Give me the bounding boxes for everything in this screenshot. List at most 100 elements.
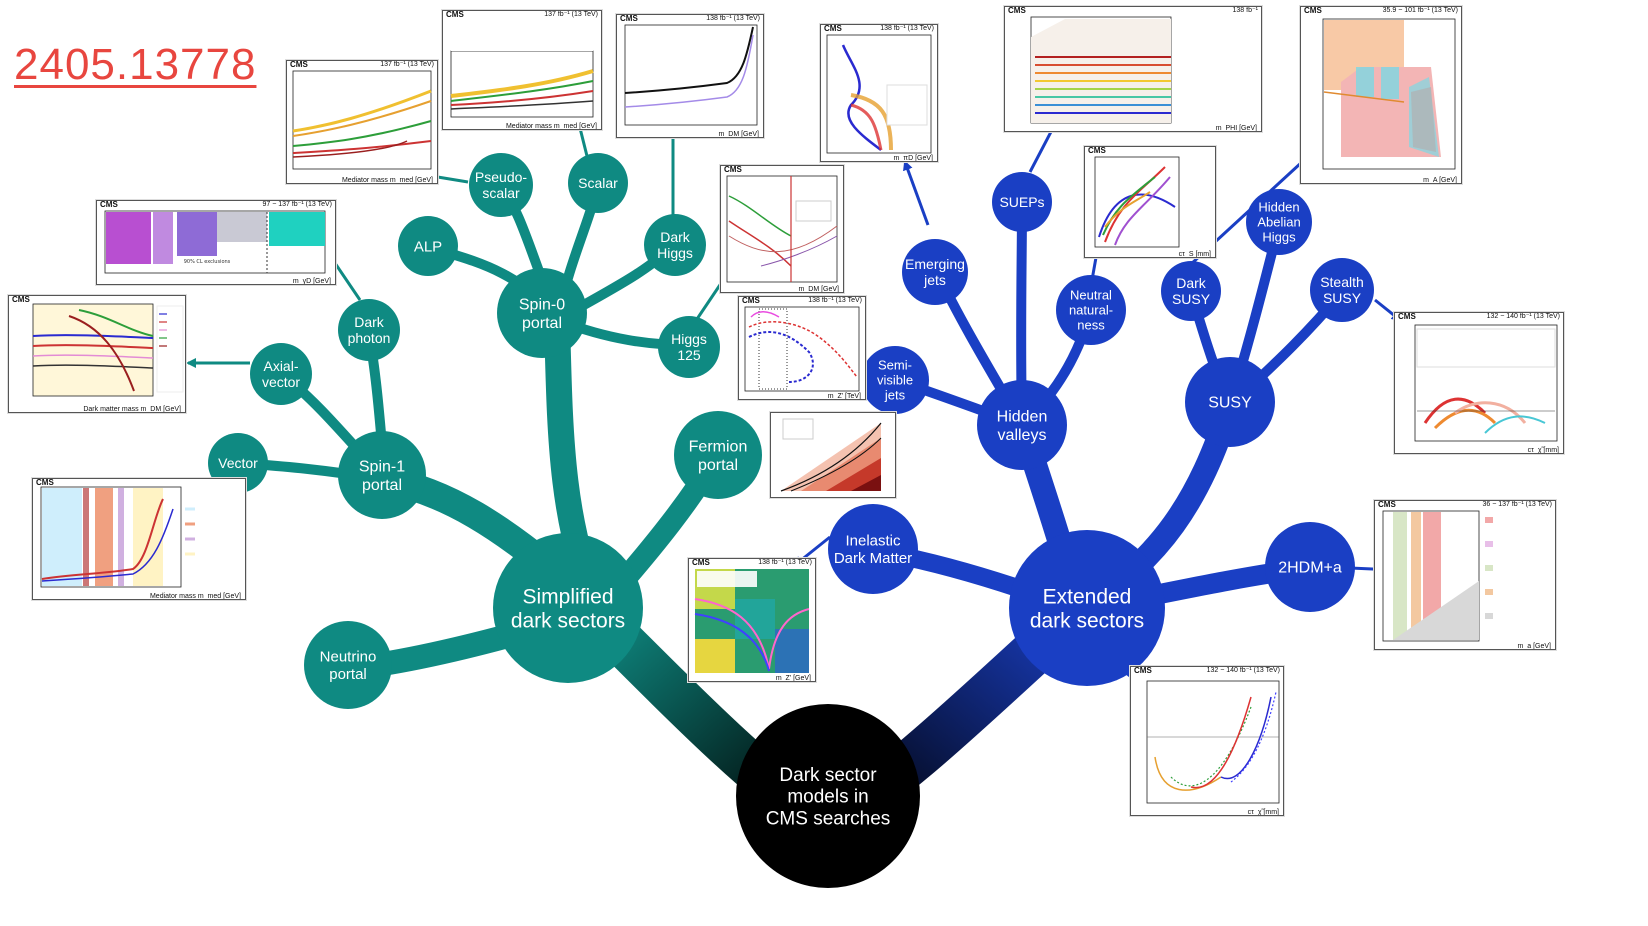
scalar-plot: CMS 137 fb⁻¹ (13 TeV) Mediator mass m_me… [442, 10, 602, 130]
inelastic-plot: CMS 138 fb⁻¹ (13 TeV) m_Z' [GeV] [688, 558, 816, 682]
stealth-susy-node[interactable] [1310, 258, 1374, 322]
svg-text:90% CL exclusions: 90% CL exclusions [184, 259, 231, 265]
emerging-plot: CMS 138 fb⁻¹ (13 TeV) m_πD [GeV] [820, 24, 938, 162]
fermion-node[interactable] [674, 411, 762, 499]
alp-node[interactable] [398, 216, 458, 276]
panel-cms-label: CMS [692, 558, 710, 567]
sueps-plot: CMS 138 fb⁻¹ m_PHI [GeV] [1004, 6, 1262, 132]
scalar-node[interactable] [568, 153, 628, 213]
twohdma-label: 2HDM+a [1278, 560, 1342, 577]
panel-xlabel: m_DM [GeV] [798, 286, 839, 293]
panel-xlabel: m_PHI [GeV] [1215, 125, 1257, 132]
dark-photon-node[interactable] [338, 299, 400, 361]
panel-xlabel: m_a [GeV] [1517, 643, 1551, 650]
spin1-node[interactable] [338, 431, 426, 519]
arxiv-link[interactable]: 2405.13778 [14, 40, 257, 89]
plot-graphic [450, 21, 594, 118]
panel-xlabel: Mediator mass m_med [GeV] [505, 123, 597, 130]
susy-plot: CMS 132 − 140 fb⁻¹ (13 TeV) cτ_χ̃ [mm] [1130, 666, 1284, 816]
dark-susy-node[interactable] [1161, 261, 1221, 321]
axial-vector-label: Axial-vector [262, 358, 300, 390]
panel-xlabel: m_A [GeV] [1423, 177, 1457, 184]
dark-photon-plot: CMS 97 − 137 fb⁻¹ (13 TeV) 90% CL exclus… [96, 200, 336, 285]
susy-node[interactable] [1185, 357, 1275, 447]
teal-nodes [208, 153, 762, 709]
panel-cms-label: CMS [1134, 666, 1152, 675]
simplified-node[interactable] [493, 533, 643, 683]
axial-vector-plot: CMS Dark matter mass m_DM [GeV] [8, 295, 186, 413]
hidden-valleys-node[interactable] [977, 380, 1067, 470]
panel-xlabel: m_πD [GeV] [893, 155, 933, 162]
panel-xlabel: cτ_χ̃ [mm] [1247, 809, 1279, 816]
pseudoscalar-plot: CMS 137 fb⁻¹ (13 TeV) Mediator mass m_me… [286, 60, 438, 184]
panel-xlabel: m_γD [GeV] [292, 278, 331, 285]
panel-lumi-label: 36 − 137 fb⁻¹ (13 TeV) [1482, 501, 1552, 508]
panel-lumi-label: 138 fb⁻¹ [1232, 7, 1259, 14]
panel-lumi-label: 138 fb⁻¹ (13 TeV) [758, 559, 812, 566]
plot-graphic [40, 486, 241, 588]
plot-graphic [292, 70, 432, 170]
panel-lumi-label: 138 fb⁻¹ (13 TeV) [808, 297, 862, 304]
panel-cms-label: CMS [824, 24, 842, 33]
plot-graphic [694, 569, 810, 673]
sueps-label: SUEPs [999, 194, 1044, 210]
higgs125-plot: CMS m_DM [GeV] [720, 165, 844, 293]
dark-higgs-node[interactable] [644, 214, 706, 276]
inelastic-node[interactable] [828, 504, 918, 594]
plot-graphic [1382, 510, 1553, 642]
panel-lumi-label: 132 − 140 fb⁻¹ (13 TeV) [1486, 313, 1560, 320]
panel-cms-label: CMS [290, 60, 308, 69]
plot-graphic [624, 24, 758, 126]
panel-lumi-label: 137 fb⁻¹ (13 TeV) [544, 11, 598, 18]
neutral-node[interactable] [1056, 275, 1126, 345]
axial-vector-node[interactable] [250, 343, 312, 405]
emerging-node[interactable] [902, 239, 968, 305]
semi-visible-node[interactable] [861, 346, 929, 414]
plot-graphic: 90% CL exclusions [104, 210, 326, 274]
pseudoscalar-node[interactable] [469, 153, 533, 217]
panel-xlabel: cτ_χ̃ [mm] [1527, 447, 1559, 454]
stealth-susy-plot: CMS 132 − 140 fb⁻¹ (13 TeV) cτ_χ̃ [mm] [1394, 312, 1564, 454]
panel-cms-label: CMS [1008, 6, 1026, 15]
higgs125-node[interactable] [658, 316, 720, 378]
extended-node[interactable] [1009, 530, 1165, 686]
sueps-node[interactable] [992, 172, 1052, 232]
plot-graphic [1146, 680, 1280, 804]
plot-graphic [1094, 156, 1180, 248]
hidden-abelian-node[interactable] [1246, 189, 1312, 255]
vector-plot: CMS Mediator mass m_med [GeV] [32, 478, 246, 600]
panel-lumi-label: 132 − 140 fb⁻¹ (13 TeV) [1206, 667, 1280, 674]
semi-visible-plot: CMS 138 fb⁻¹ (13 TeV) m_Z' [TeV] [738, 296, 866, 400]
vector-label: Vector [218, 455, 258, 471]
panel-xlabel: m_DM [GeV] [718, 131, 759, 138]
alp-label: ALP [414, 238, 442, 255]
plot-graphic [1322, 18, 1456, 170]
neutrino-node[interactable] [304, 621, 392, 709]
root-node[interactable] [736, 704, 920, 888]
plot-graphic [744, 306, 860, 392]
panel-cms-label: CMS [12, 295, 30, 304]
panel-xlabel: m_Z' [GeV] [775, 675, 811, 682]
twohdma-node[interactable] [1265, 522, 1355, 612]
plot-graphic [1414, 324, 1558, 442]
panel-lumi-label: 138 fb⁻¹ (13 TeV) [880, 25, 934, 32]
panel-cms-label: CMS [36, 478, 54, 487]
panel-lumi-label: 35.9 − 101 fb⁻¹ (13 TeV) [1382, 7, 1458, 14]
spin0-node[interactable] [497, 268, 587, 358]
panel-xlabel: Mediator mass m_med [GeV] [149, 593, 241, 600]
